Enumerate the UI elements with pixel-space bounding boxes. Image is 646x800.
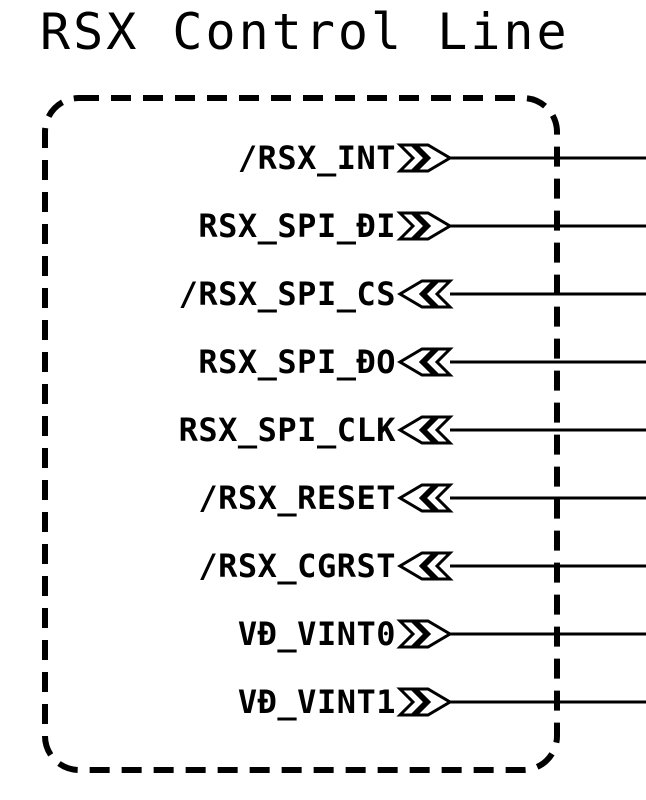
signal-row: RSX_SPI_ĐO xyxy=(198,343,646,381)
signal-row: VĐ_VINT0 xyxy=(238,615,646,653)
signal-row: /RSX_SPI_CS xyxy=(179,275,646,313)
output-port-icon xyxy=(396,211,453,241)
module-boundary xyxy=(42,95,560,773)
output-port-icon xyxy=(396,619,453,649)
signal-label: RSX_SPI_CLK xyxy=(179,411,397,449)
diagram-title: RSX Control Line xyxy=(40,3,570,61)
signal-label: /RSX_INT xyxy=(238,139,396,177)
signal-row: RSX_SPI_CLK xyxy=(179,411,646,449)
signal-list: /RSX_INT RSX_SPI_ĐI/RSX_SPI_CS RSX_SPI_ĐO R… xyxy=(179,139,646,721)
input-port-icon xyxy=(397,483,454,513)
input-port-icon xyxy=(397,551,454,581)
signal-row: /RSX_RESET xyxy=(198,479,646,517)
input-port-icon xyxy=(397,347,454,377)
output-port-icon xyxy=(396,143,453,173)
signal-row: RSX_SPI_ĐI xyxy=(198,207,646,245)
signal-label: RSX_SPI_ĐO xyxy=(198,343,396,381)
signal-label: /RSX_RESET xyxy=(198,479,396,517)
signal-row: /RSX_CGRST xyxy=(198,547,646,585)
output-port-icon xyxy=(396,687,453,717)
signal-row: /RSX_INT xyxy=(238,139,646,177)
signal-label: VĐ_VINT1 xyxy=(238,683,396,721)
signal-label: /RSX_SPI_CS xyxy=(179,275,396,313)
input-port-icon xyxy=(397,279,454,309)
signal-label: RSX_SPI_ĐI xyxy=(198,207,396,245)
signal-label: /RSX_CGRST xyxy=(198,547,396,585)
signal-row: VĐ_VINT1 xyxy=(238,683,646,721)
signal-label: VĐ_VINT0 xyxy=(238,615,396,653)
input-port-icon xyxy=(397,415,454,445)
